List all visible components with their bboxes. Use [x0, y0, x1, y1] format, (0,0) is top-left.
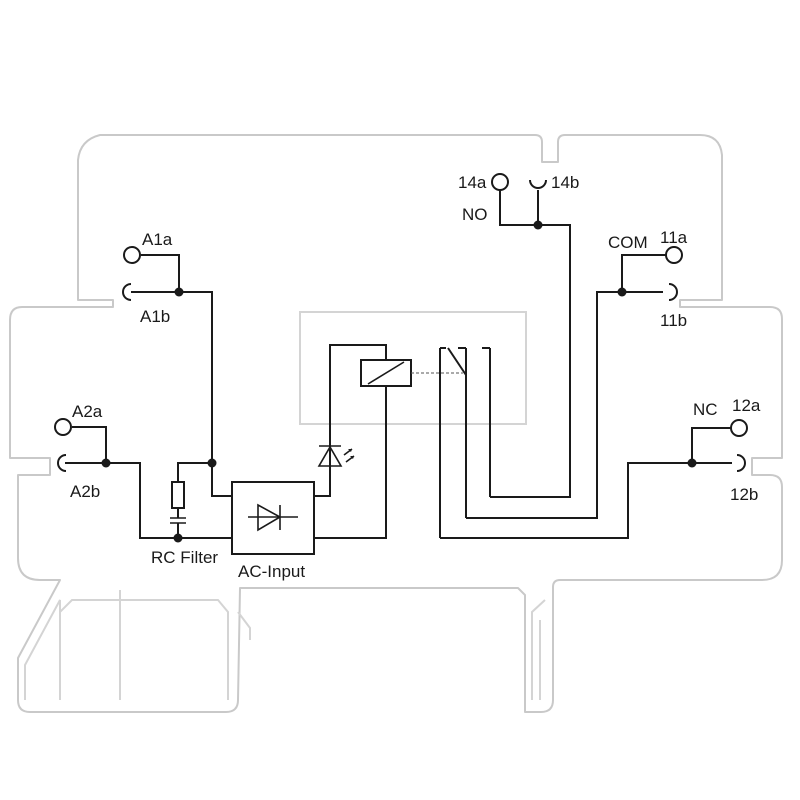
label-a2b: A2b: [70, 482, 100, 501]
label-11b: 11b: [660, 311, 687, 330]
wire-11: [621, 254, 666, 293]
label-a1a: A1a: [142, 230, 173, 249]
wire-input-return: [314, 386, 387, 539]
led-icon: [317, 445, 355, 467]
terminal-14b: [529, 179, 547, 189]
housing-groove-left: [119, 590, 251, 700]
label-14b: 14b: [551, 173, 579, 192]
wire-a2a: [72, 426, 107, 463]
terminal-a2a: [54, 418, 72, 436]
diode-icon: [248, 503, 298, 532]
junction-a1-rc: [207, 458, 217, 468]
capacitor-icon: [170, 517, 186, 524]
wire-rc-top: [177, 462, 212, 482]
label-com: COM: [608, 233, 648, 252]
label-11a: 11a: [660, 228, 688, 247]
wire-a1: [141, 254, 213, 463]
wire-12: [691, 427, 732, 464]
wire-no: [490, 224, 571, 498]
junction-rc: [173, 533, 183, 543]
label-rc-filter: RC Filter: [151, 548, 218, 567]
label-no: NO: [462, 205, 488, 224]
junction-a1: [174, 287, 184, 297]
terminal-11a: [665, 246, 683, 264]
label-ac-input: AC-Input: [238, 562, 305, 581]
wire-14: [499, 190, 539, 226]
ac-input-block: [231, 481, 315, 555]
junction-12: [687, 458, 697, 468]
terminal-12a: [730, 419, 748, 437]
terminal-a1a: [123, 246, 141, 264]
junction-14: [533, 220, 543, 230]
din-rail-foot-left: [24, 599, 229, 700]
switch-contact-icon: [439, 347, 491, 538]
label-14a: 14a: [458, 173, 487, 192]
terminal-12b: [736, 454, 746, 472]
relay-window: [299, 311, 527, 425]
terminal-a2b: [57, 454, 67, 472]
wire-a1-to-input: [211, 463, 232, 497]
terminal-a1b: [122, 283, 132, 301]
wire-com: [466, 291, 622, 519]
terminal-14a: [491, 173, 509, 191]
label-12a: 12a: [732, 396, 761, 415]
junction-a2: [101, 458, 111, 468]
din-rail-foot-right: [531, 599, 546, 700]
label-a1b: A1b: [140, 307, 170, 326]
wire-nc: [440, 462, 692, 539]
label-nc: NC: [693, 400, 718, 419]
relay-coil-diagonal: [367, 361, 405, 385]
wire-input-led: [314, 344, 387, 497]
junction-11: [617, 287, 627, 297]
housing-outline: [9, 134, 783, 713]
label-12b: 12b: [730, 485, 758, 504]
resistor-icon: [171, 481, 185, 509]
terminal-11b: [668, 283, 678, 301]
label-a2a: A2a: [72, 402, 103, 421]
